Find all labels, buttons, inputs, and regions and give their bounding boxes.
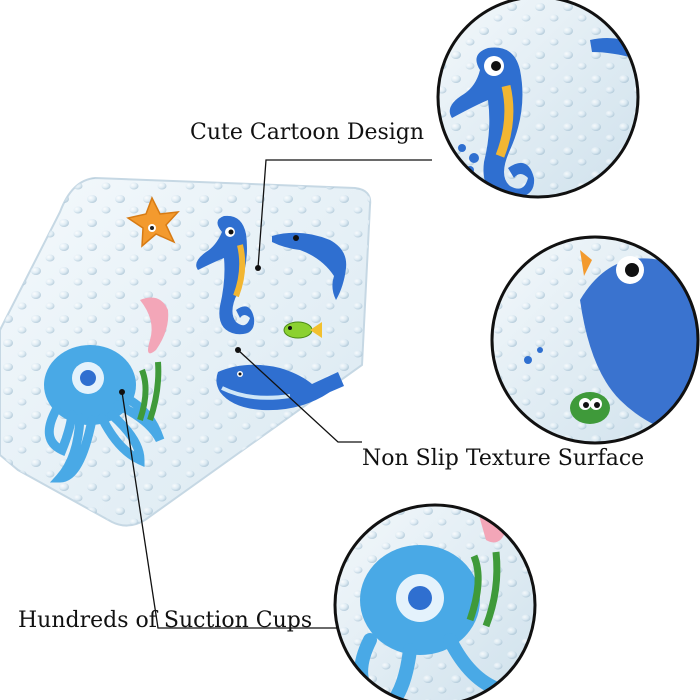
- starfish-figure: [126, 196, 180, 248]
- leader-dot-nonslip: [235, 347, 241, 353]
- seahorse-pink-figure: [140, 297, 169, 354]
- seahorse-figure: [196, 215, 255, 335]
- callout-non-slip-texture-surface: Non Slip Texture Surface: [362, 446, 645, 471]
- seaweed-figure: [137, 361, 162, 421]
- leader-line-cute: [257, 159, 432, 269]
- leader-line-nonslip: [237, 349, 362, 443]
- fish-figure: [283, 321, 322, 339]
- callout-cute-cartoon-design: Cute Cartoon Design: [190, 120, 425, 145]
- zoom-circle-texture: [490, 235, 700, 445]
- zoom-circle-seahorse: [436, 0, 640, 199]
- leader-line-suction: [121, 391, 345, 629]
- zoom-circle-suction: [333, 503, 537, 700]
- callout-hundreds-of-suction-cups: Hundreds of Suction Cups: [18, 608, 313, 633]
- whale-figure: [216, 364, 344, 411]
- leader-dot-cute: [255, 265, 261, 271]
- dolphin-figure: [272, 232, 347, 300]
- leader-lines: [121, 159, 432, 629]
- octopus-figure: [44, 345, 165, 483]
- bath-mat: [0, 176, 372, 527]
- leader-dot-suction: [119, 389, 125, 395]
